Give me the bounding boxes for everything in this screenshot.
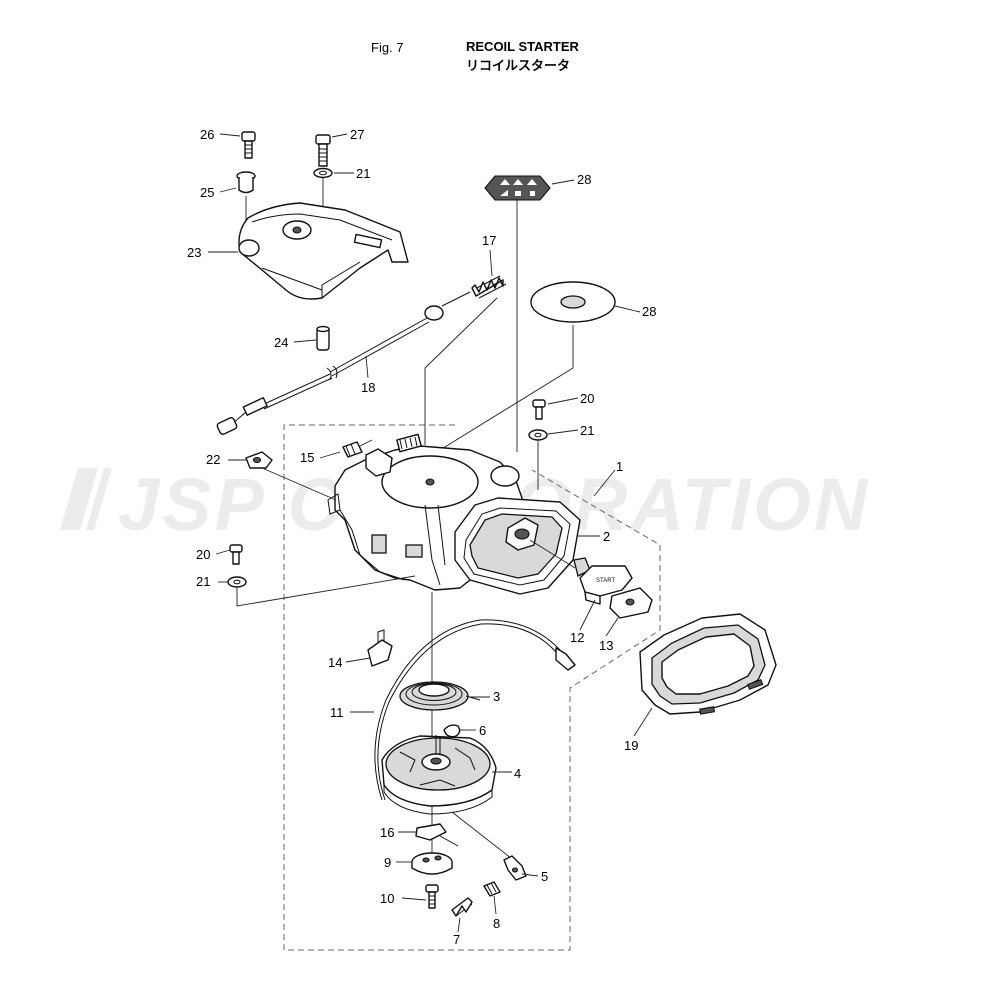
handle-imprint: START xyxy=(596,578,615,584)
clamp-22 xyxy=(245,451,273,469)
figure-title: RECOIL STARTER xyxy=(466,39,579,54)
handle-12: START xyxy=(529,539,633,605)
leader-15 xyxy=(359,439,373,447)
callout-6: 6 xyxy=(479,723,486,738)
callout-10: 10 xyxy=(380,891,394,906)
pawl-5 xyxy=(503,855,527,881)
callout-13: 13 xyxy=(599,638,613,653)
bolt-20-left xyxy=(229,544,243,565)
callout-24: 24 xyxy=(274,335,288,350)
decal-28-warning xyxy=(484,175,551,201)
grip-cup-2 xyxy=(454,497,581,595)
leader-21-left xyxy=(236,575,416,607)
callout-21-left: 21 xyxy=(196,574,210,589)
callout-21-top: 21 xyxy=(356,166,370,181)
disc-label-28 xyxy=(530,281,616,323)
callout-20-right: 20 xyxy=(580,391,594,406)
callout-7: 7 xyxy=(453,932,460,947)
friction-plate-16 xyxy=(415,823,459,847)
leader-28-disc xyxy=(439,325,574,451)
callout-28-disc: 28 xyxy=(642,304,656,319)
callout-26: 26 xyxy=(200,127,214,142)
callout-17: 17 xyxy=(482,233,496,248)
seal-frame-19 xyxy=(639,613,777,715)
callout-14: 14 xyxy=(328,655,342,670)
washer-21-right xyxy=(528,429,548,441)
spring-7 xyxy=(451,897,473,917)
rope-11 xyxy=(374,619,576,801)
callout-27: 27 xyxy=(350,127,364,142)
insert-13 xyxy=(609,587,653,619)
collar-25 xyxy=(236,171,256,194)
callout-8: 8 xyxy=(493,916,500,931)
bolt-26 xyxy=(241,131,256,159)
callout-28-decal: 28 xyxy=(577,172,591,187)
callout-12: 12 xyxy=(570,630,584,645)
bolt-27 xyxy=(315,134,331,167)
washer-21-top xyxy=(313,167,333,179)
callout-16: 16 xyxy=(380,825,394,840)
figure-number: Fig. 7 xyxy=(371,40,404,55)
callout-19: 19 xyxy=(624,738,638,753)
rope-guide-14 xyxy=(367,629,393,667)
sleeve-24 xyxy=(316,325,330,351)
callout-leaders xyxy=(208,133,653,933)
callout-4: 4 xyxy=(514,766,521,781)
figure-title-japanese: リコイルスタータ xyxy=(466,58,571,73)
callout-9: 9 xyxy=(384,855,391,870)
bolt-10 xyxy=(425,884,439,909)
callout-18: 18 xyxy=(361,380,375,395)
callout-11: 11 xyxy=(330,705,344,720)
spring-17 xyxy=(471,275,507,299)
assembly-boundary-line xyxy=(283,424,661,951)
e-ring-6 xyxy=(443,724,461,738)
callout-21-right: 21 xyxy=(580,423,594,438)
callout-20-left: 20 xyxy=(196,547,210,562)
callout-numbers: 26 27 25 21 23 28 17 28 24 18 20 21 22 1… xyxy=(187,127,656,947)
leader-5-guide xyxy=(451,811,517,863)
spring-clip-15 xyxy=(342,441,363,458)
callout-22: 22 xyxy=(206,452,220,467)
washer-21-left xyxy=(227,576,247,588)
bolt-20-right xyxy=(532,399,546,420)
cover-23 xyxy=(238,202,409,300)
callout-1: 1 xyxy=(616,459,623,474)
leader-17 xyxy=(424,297,498,445)
leader-22 xyxy=(261,467,337,501)
callout-25: 25 xyxy=(200,185,214,200)
spring-8 xyxy=(483,881,501,897)
callout-23: 23 xyxy=(187,245,201,260)
callout-5: 5 xyxy=(541,869,548,884)
cable-18 xyxy=(216,291,471,435)
callout-2: 2 xyxy=(603,529,610,544)
spiral-spring-3 xyxy=(399,681,481,711)
callout-15: 15 xyxy=(300,450,314,465)
retainer-9 xyxy=(411,852,453,875)
callout-3: 3 xyxy=(493,689,500,704)
reel-4 xyxy=(381,735,497,815)
